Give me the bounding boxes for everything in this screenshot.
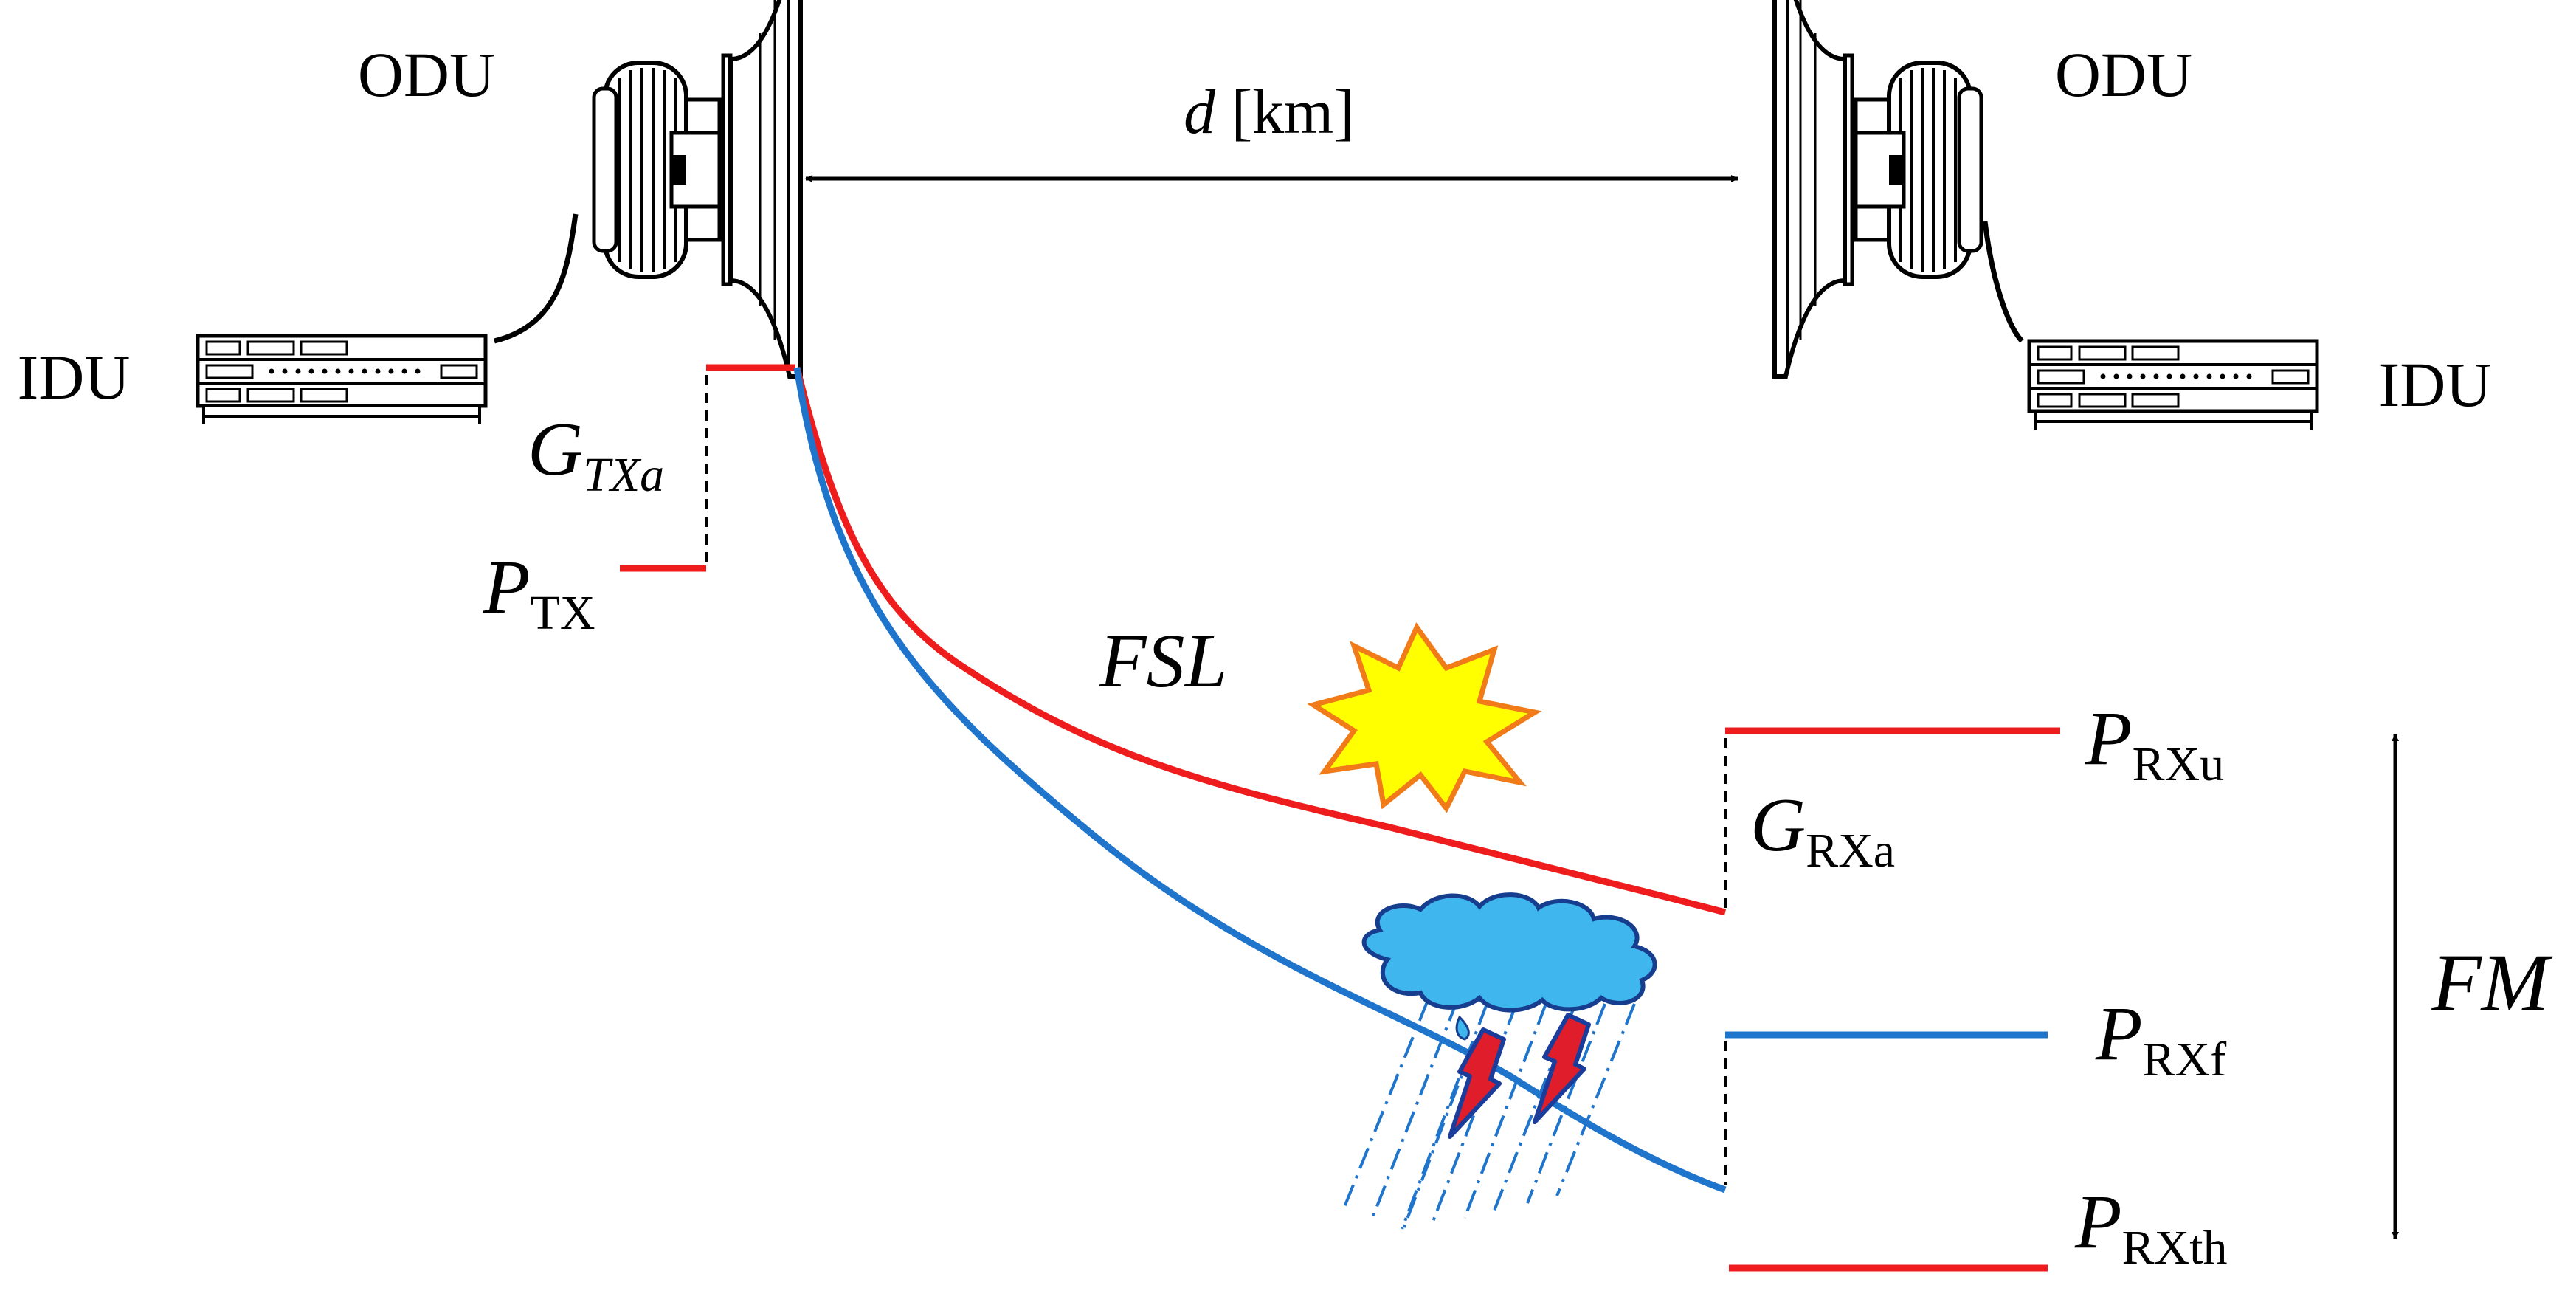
rain-streaks — [1341, 999, 1636, 1233]
sun-icon — [1307, 622, 1542, 813]
odu-right-label: ODU — [2055, 39, 2192, 110]
right-odu-antenna — [1775, 0, 1981, 376]
right-idu-rack — [2029, 341, 2317, 430]
left-cable — [494, 213, 579, 344]
left-odu-antenna — [594, 0, 801, 376]
cloud-icon — [1361, 892, 1657, 1013]
left-idu-rack — [198, 336, 486, 424]
lightning-bolt-icon-left — [1448, 1027, 1506, 1139]
fsl-label: FSL — [1099, 619, 1227, 703]
prxth-label: PRXth — [2074, 1180, 2228, 1275]
prxf-label: PRXf — [2095, 991, 2226, 1087]
gtxa-label: GTXa — [528, 407, 664, 502]
odu-left-label: ODU — [358, 39, 495, 110]
ptx-label: PTX — [483, 545, 595, 640]
distance-label: d [km] — [1184, 76, 1355, 147]
cloud-drop — [1455, 1015, 1470, 1041]
grxa-label: GRXa — [1750, 782, 1895, 878]
fm-label: FM — [2431, 937, 2553, 1027]
idu-right-label: IDU — [2379, 349, 2492, 420]
idu-left-label: IDU — [18, 342, 131, 413]
rain-faded-curve — [793, 367, 1727, 1194]
fsl-curve — [793, 366, 1727, 916]
lightning-bolt-icon-right — [1533, 1013, 1591, 1124]
prxu-label: PRXu — [2085, 696, 2224, 791]
right-cable — [1982, 221, 2024, 343]
